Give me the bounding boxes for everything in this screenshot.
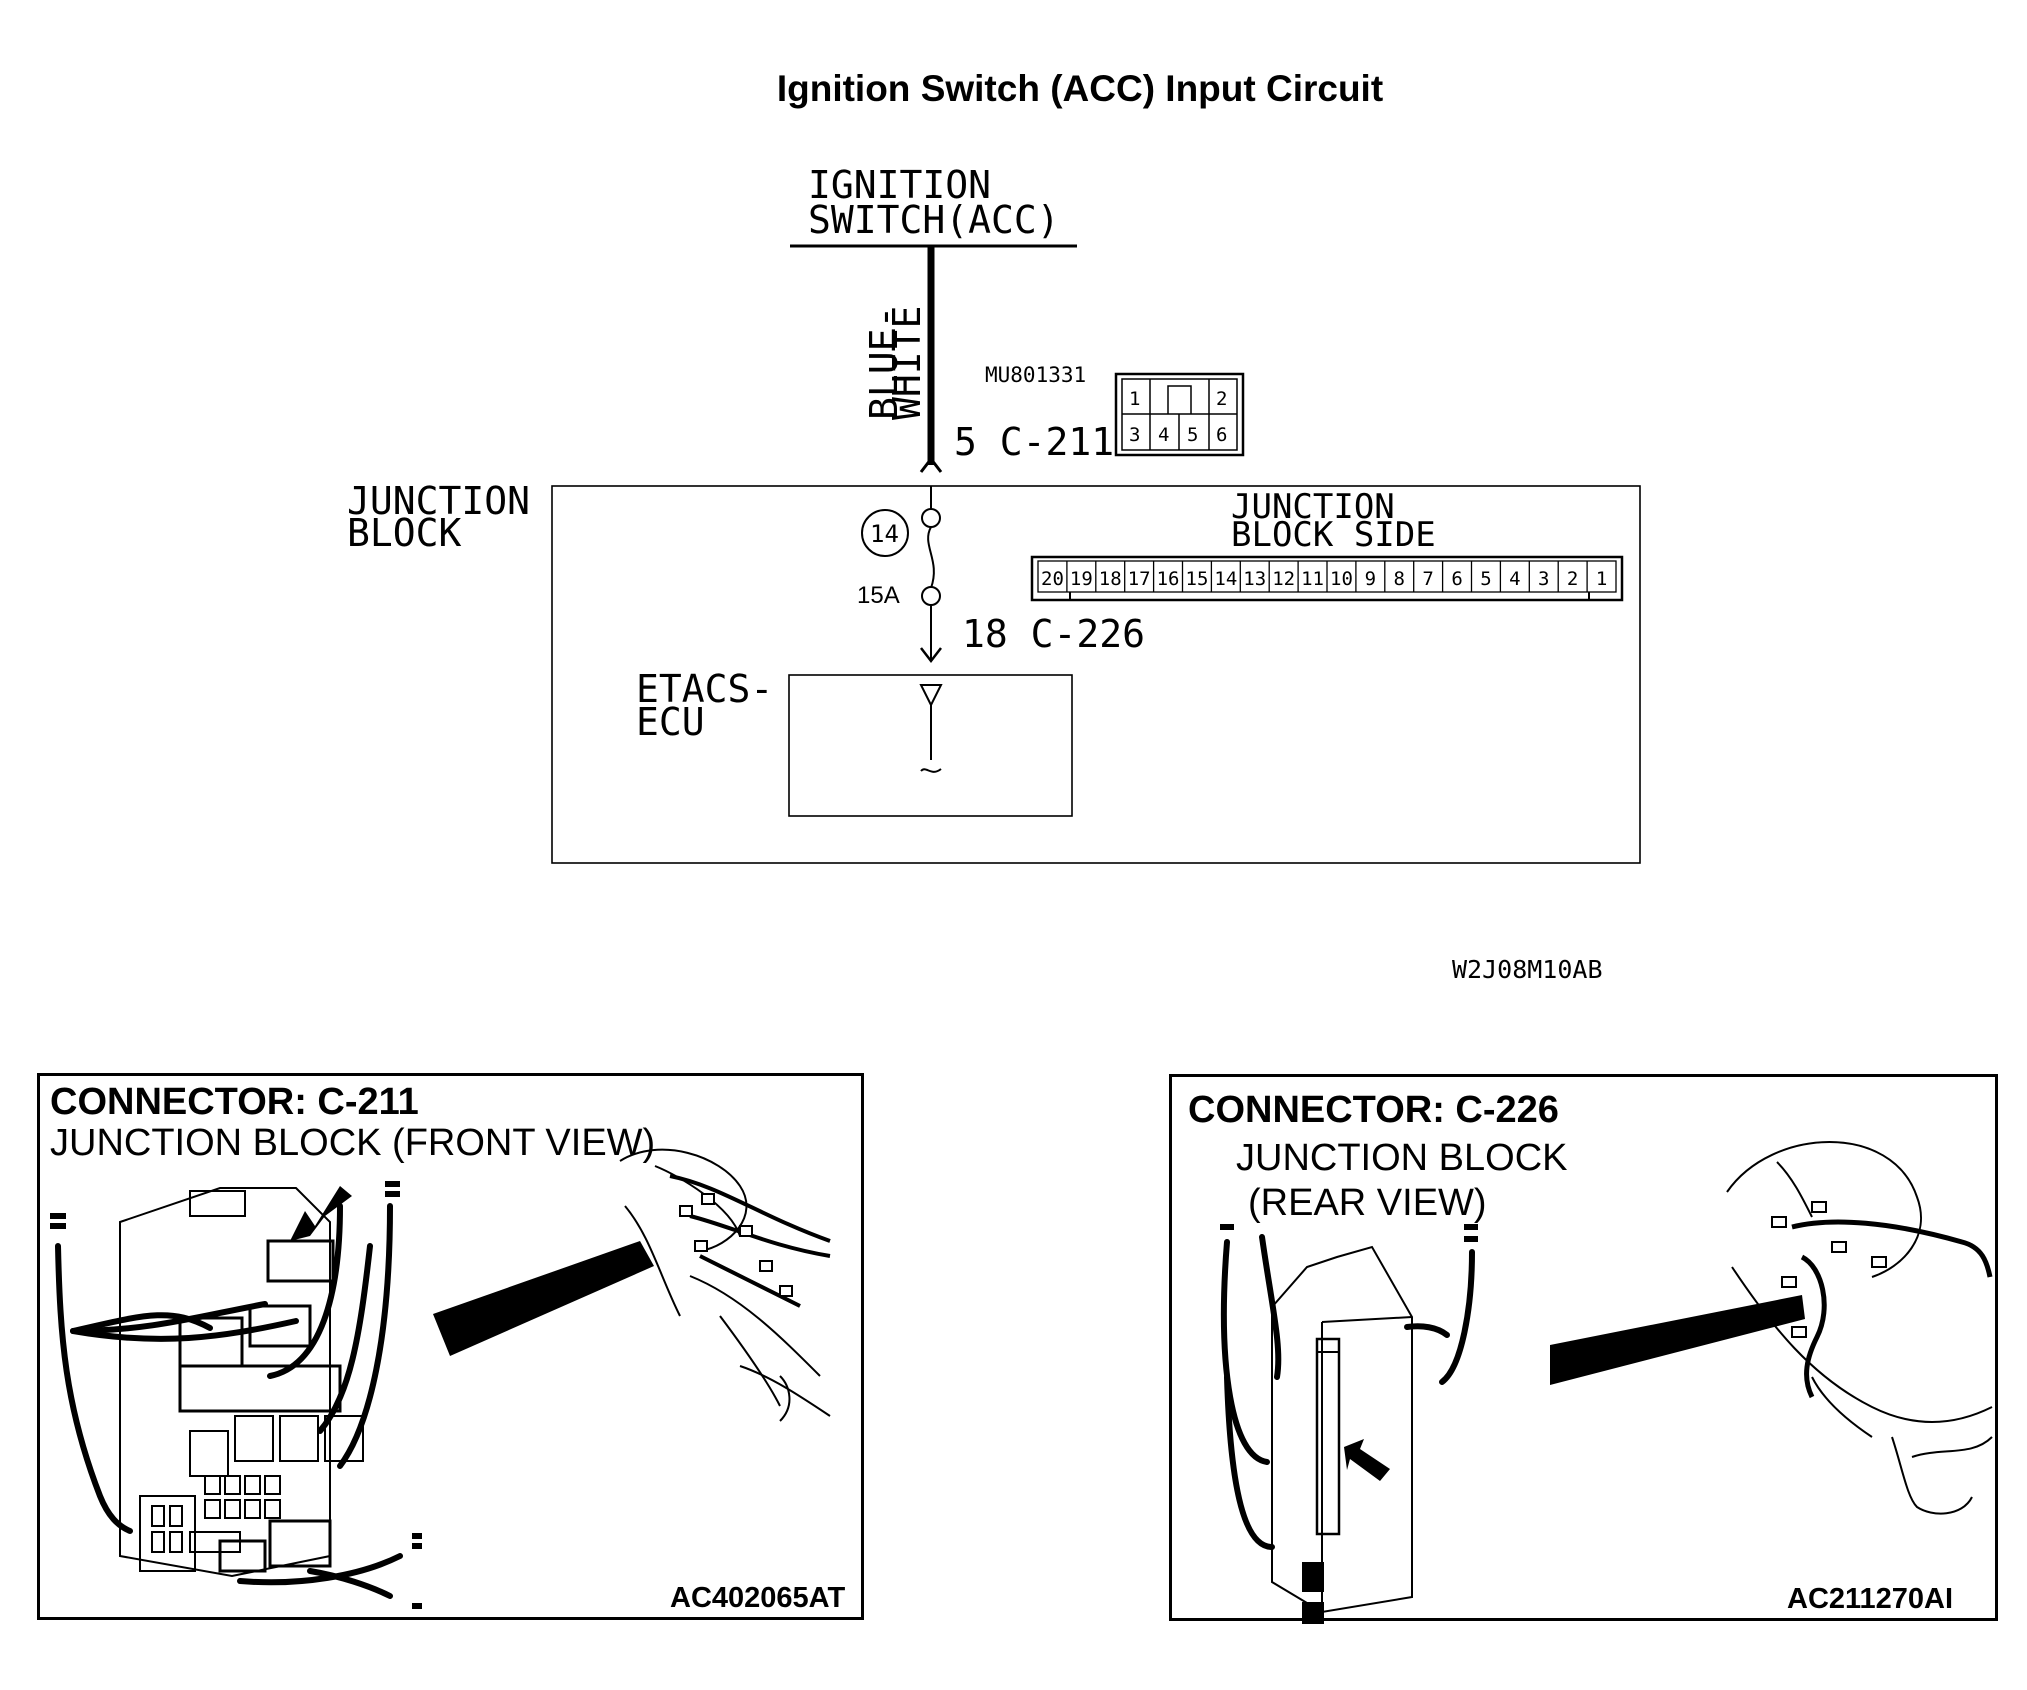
connector-c226-panel: CONNECTOR: C-226 JUNCTION BLOCK (REAR VI… <box>1169 1074 1998 1624</box>
etacs-ecu-box <box>788 674 1073 817</box>
fuse-terminal-top <box>921 508 941 528</box>
jb-side-label-2: BLOCK SIDE <box>1231 515 1436 555</box>
ecu-input-symbol <box>919 684 943 708</box>
junction-block-front-illustration: AC402065AT <box>50 1148 845 1614</box>
c211-pin-4: 4 <box>1158 424 1169 446</box>
c226-pin-8: 8 <box>1394 568 1405 590</box>
ignition-switch-label-1: IGNITION <box>808 163 991 207</box>
ecu-label-2: ECU <box>636 700 705 744</box>
c211-panel-header: CONNECTOR: C-211 <box>50 1081 419 1123</box>
wiring-schematic: IGNITION SWITCH(ACC) BLUE- WHITE MU80133… <box>347 163 1641 984</box>
c226-pin-19: 19 <box>1070 568 1093 590</box>
c226-pin-1: 1 <box>1596 568 1607 590</box>
c226-panel-subtitle-2: (REAR VIEW) <box>1248 1182 1487 1224</box>
c226-location-arrow <box>1344 1439 1390 1481</box>
c226-pin-6: 6 <box>1451 568 1462 590</box>
wire-color-label-2: WHITE <box>885 306 929 420</box>
c211-arrow <box>919 456 943 473</box>
c226-pin-7: 7 <box>1422 568 1433 590</box>
jb-side-label-1: JUNCTION <box>1231 487 1395 527</box>
c226-pin-20: 20 <box>1041 568 1064 590</box>
c226-pin-4: 4 <box>1509 568 1520 590</box>
c226-pin-label: 18 C-226 <box>962 612 1145 656</box>
c226-panel-header: CONNECTOR: C-226 <box>1188 1089 1559 1131</box>
ecu-label-1: ETACS- <box>636 667 773 711</box>
junction-block-label-1: JUNCTION <box>347 479 530 523</box>
c226-pin-13: 13 <box>1243 568 1266 590</box>
c226-pin-14: 14 <box>1214 568 1237 590</box>
c211-pin-label: 5 C-211 <box>954 420 1114 464</box>
c226-pin-17: 17 <box>1128 568 1151 590</box>
junction-block-label-2: BLOCK <box>347 511 462 555</box>
c211-pin-5: 5 <box>1187 424 1198 446</box>
c211-location-arrow <box>290 1186 352 1241</box>
c226-pin-3: 3 <box>1538 568 1549 590</box>
c226-pin-2: 2 <box>1567 568 1578 590</box>
fuse-number: 14 <box>870 520 899 548</box>
c211-panel-subtitle: JUNCTION BLOCK (FRONT VIEW) <box>50 1122 656 1164</box>
junction-block-frame <box>551 485 1641 864</box>
c226-pin-10: 10 <box>1330 568 1353 590</box>
c211-pin-2: 2 <box>1216 388 1227 410</box>
fuse-element <box>927 526 935 589</box>
ignition-switch-label-2: SWITCH(ACC) <box>808 198 1060 242</box>
c211-panel-code: AC402065AT <box>670 1582 845 1614</box>
connector-c211-panel: CONNECTOR: C-211 JUNCTION BLOCK (FRONT V… <box>37 1073 864 1620</box>
c226-pin-9: 9 <box>1365 568 1376 590</box>
junction-block-rear-illustration: AC211270AI <box>1220 1141 1993 1624</box>
fuse-number-circle <box>861 509 909 557</box>
c211-pin-6: 6 <box>1216 424 1227 446</box>
fuse-terminal-bottom <box>921 586 941 606</box>
c226-pin-18: 18 <box>1099 568 1122 590</box>
c226-pin-15: 15 <box>1186 568 1209 590</box>
wire-color-label-1: BLUE- <box>862 306 906 420</box>
c226-pin-12: 12 <box>1272 568 1295 590</box>
c211-pin-1: 1 <box>1129 388 1140 410</box>
diagram-title: Ignition Switch (ACC) Input Circuit <box>776 68 1384 109</box>
connector-part-number: MU801331 <box>985 363 1086 387</box>
c226-panel-subtitle-1: JUNCTION BLOCK <box>1236 1137 1568 1179</box>
c211-pin-3: 3 <box>1129 424 1140 446</box>
c211-connector-face: 1 2 3 4 5 6 <box>1114 372 1245 457</box>
c226-pin-11: 11 <box>1301 568 1324 590</box>
fuse-rating: 15A <box>857 582 900 609</box>
c226-panel-code: AC211270AI <box>1787 1583 1953 1615</box>
c226-pin-16: 16 <box>1157 568 1180 590</box>
c226-arrow <box>920 647 942 664</box>
c226-pin-5: 5 <box>1480 568 1491 590</box>
diagram-code: W2J08M10AB <box>1452 955 1603 984</box>
